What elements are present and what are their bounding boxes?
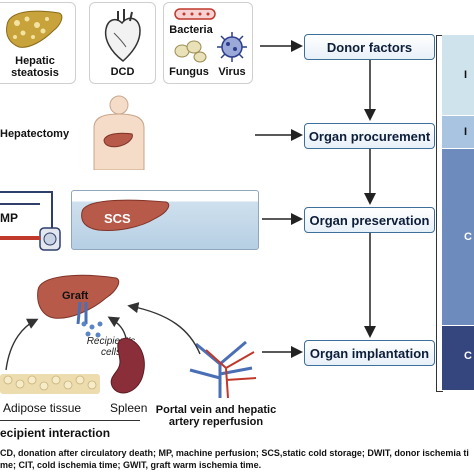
machine-perfusion-icon xyxy=(0,191,61,251)
footnote-line1: CD, donation after circulatory death; MP… xyxy=(0,448,469,458)
portal-vein-label: Portal vein and hepatic artery reperfusi… xyxy=(138,404,294,428)
organ-preservation-step: Organ preservation xyxy=(304,207,435,233)
bacteria-label: Bacteria xyxy=(169,24,213,36)
spleen-label: Spleen xyxy=(110,401,148,415)
organ-implantation-step: Organ implantation xyxy=(304,340,435,366)
reperfusion-to-graft-arrow xyxy=(127,302,201,355)
hepatectomy-label: Hepatectomy xyxy=(0,128,70,140)
mp-label: MP xyxy=(0,211,18,225)
timeline-axis xyxy=(436,35,443,392)
portal-vein-icon xyxy=(189,340,257,398)
virus-label: Virus xyxy=(218,66,246,78)
steatosis-label-line2: steatosis xyxy=(11,67,59,79)
scs-label: SCS xyxy=(104,211,131,226)
portal-vein-line2: artery reperfusion xyxy=(168,416,264,428)
recipient-interaction-label: ecipient interaction xyxy=(0,426,111,440)
fungus-icon xyxy=(174,40,207,63)
interaction-arrows xyxy=(5,302,201,371)
fatty-liver-icon xyxy=(6,10,63,48)
recipient-cells-label: Recipient's cells xyxy=(86,336,136,358)
infection-card: Bacteria Fungus Virus xyxy=(163,2,253,84)
organ-procurement-step: Organ procurement xyxy=(304,123,435,149)
fungus-label: Fungus xyxy=(169,66,209,78)
adipose-tissue-icon xyxy=(0,374,100,394)
recipient-interaction-rule xyxy=(0,420,140,421)
preserved-liver-icon xyxy=(81,199,170,231)
portal-vein-line1: Portal vein and hepatic xyxy=(155,404,277,416)
human-body-icon xyxy=(93,95,145,170)
band-3-letter: C xyxy=(464,231,472,243)
recipient-cells-line2: cells xyxy=(100,347,121,358)
dcd-label: DCD xyxy=(110,66,135,78)
timeline-band-2: I xyxy=(442,116,474,148)
spleen-to-graft-arrow xyxy=(107,316,127,339)
graft-label: Graft xyxy=(62,290,89,302)
donor-factors-step: Donor factors xyxy=(304,34,435,60)
heart-icon xyxy=(104,9,141,62)
recipient-cells-line1: Recipient's xyxy=(86,336,136,347)
liver-in-body-icon xyxy=(103,132,133,148)
recipient-cells-icon xyxy=(81,321,103,338)
footnote-line2: me; CIT, cold ischemia time; GWIT, graft… xyxy=(0,460,262,470)
band-4-letter: C xyxy=(464,350,472,362)
timeline-band-1: I xyxy=(442,35,474,115)
adipose-tissue-label: Adipose tissue xyxy=(3,401,82,415)
graft-liver-icon xyxy=(37,274,120,324)
spleen-icon xyxy=(110,337,145,394)
bacteria-icon xyxy=(174,8,216,20)
band-2-letter: I xyxy=(464,126,468,138)
adipose-to-graft-arrow xyxy=(5,318,39,371)
timeline-band-3: C xyxy=(442,149,474,325)
steatosis-label-line1: Hepatic xyxy=(15,55,55,67)
virus-icon xyxy=(217,32,247,62)
dcd-card: DCD xyxy=(89,2,156,84)
timeline-band-4: C xyxy=(442,326,474,390)
hepatic-steatosis-card: Hepatic steatosis xyxy=(0,2,76,84)
band-1-letter: I xyxy=(464,69,468,81)
